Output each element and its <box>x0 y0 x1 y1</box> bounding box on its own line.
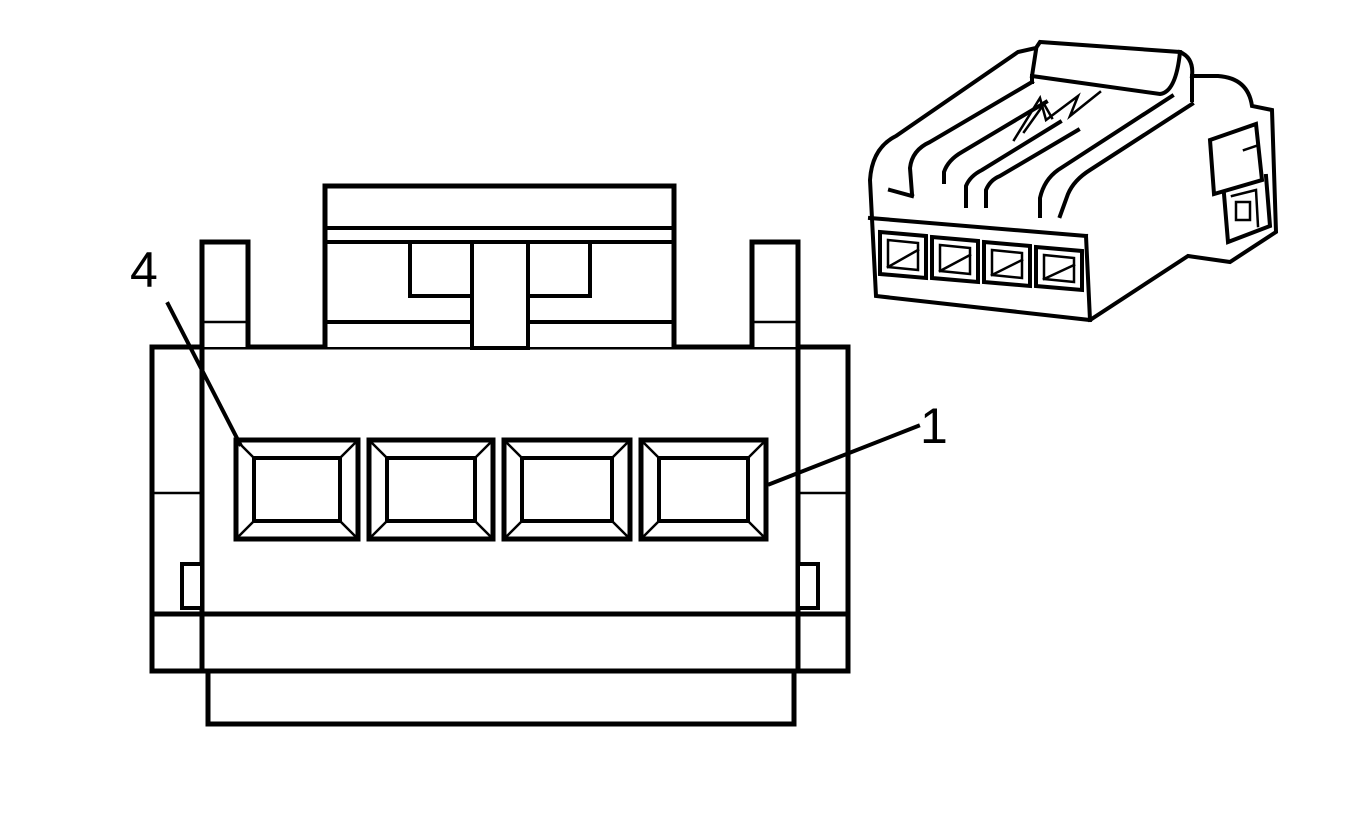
terminal-cavity-2 <box>501 437 633 542</box>
iso-latch-detail <box>1012 90 1102 142</box>
iso-rib-mid-left-groove <box>964 119 1063 208</box>
callout-pin-1: 1 <box>920 398 948 454</box>
iso-rib-right-edge <box>1057 101 1195 219</box>
iso-lock-bar <box>1029 47 1183 97</box>
iso-side-pin <box>1234 200 1252 222</box>
lock-tab-center <box>470 240 530 350</box>
terminal-cavity-1 <box>638 437 769 542</box>
iso-side-latch <box>1207 121 1265 197</box>
terminal-cavity-3 <box>366 437 496 542</box>
iso-rib-left <box>907 79 1035 197</box>
right-side-latch <box>796 562 820 610</box>
iso-cavity-1 <box>1034 244 1084 293</box>
iso-rib-mid-right <box>984 127 1081 208</box>
iso-front-face-right-edge <box>1083 233 1093 323</box>
iso-side-bracket <box>1230 188 1260 228</box>
iso-rib-right <box>1038 93 1175 218</box>
leader-line-pin-4 <box>165 301 243 447</box>
callout-pin-4: 4 <box>130 242 158 298</box>
iso-side-latch-line <box>1242 144 1258 152</box>
right-top-post <box>749 239 801 350</box>
connector-bottom-skirt <box>205 665 797 727</box>
terminal-cavity-4 <box>233 437 361 542</box>
connector-face-view: 4 1 <box>130 183 948 727</box>
iso-cavity-3 <box>930 234 980 285</box>
iso-rib-mid-left <box>942 99 1049 184</box>
left-side-latch <box>180 562 204 610</box>
connector-isometric-view <box>867 39 1279 323</box>
iso-cavity-2 <box>982 239 1032 289</box>
iso-front-face-top <box>867 215 1089 239</box>
iso-cavity-4 <box>878 229 928 281</box>
leader-line-pin-1 <box>767 423 921 487</box>
iso-rib-left-edge <box>887 187 915 199</box>
left-top-post <box>199 239 251 350</box>
iso-latch-detail-2 <box>1022 101 1054 134</box>
iso-side-lower <box>1221 173 1273 245</box>
